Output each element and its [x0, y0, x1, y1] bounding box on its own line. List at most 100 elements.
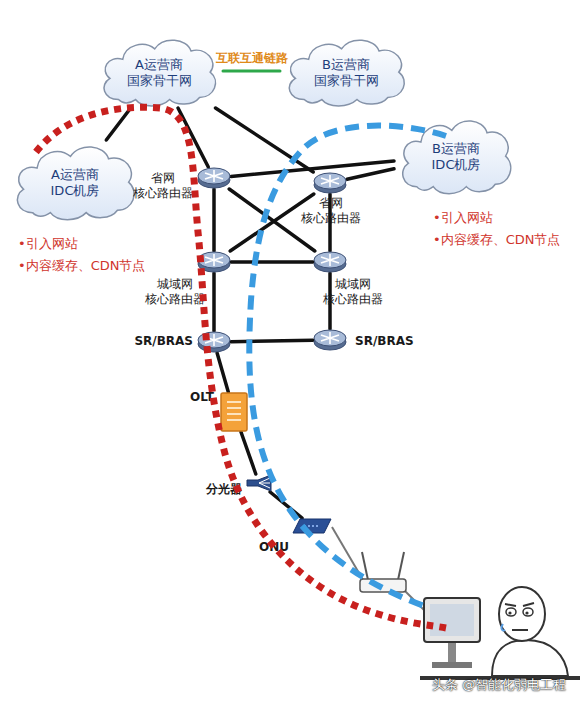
onu-lights [304, 525, 320, 527]
node-text-group: 分光器 [192, 482, 242, 497]
device-label: SR/BRAS [355, 334, 435, 349]
network-link [270, 492, 302, 518]
interconnect-link [223, 70, 280, 73]
node-text-group: B运营商 IDC机房 [408, 120, 504, 194]
node-text-group: SR/BRAS [355, 334, 435, 349]
node-text-group: 省网 核心路由器 [131, 171, 195, 201]
cloud-node: B运营商 国家骨干网 [280, 34, 412, 108]
router-top [314, 330, 346, 346]
olt-icon [220, 392, 248, 432]
node-text-group: 城域网 核心路由器 [313, 277, 393, 307]
eyebrows [505, 603, 534, 606]
device-label: 城域网 核心路由器 [313, 277, 393, 307]
router-node: 省网 核心路由器 [197, 167, 231, 189]
router-arrows [205, 334, 223, 346]
node-text-group: A运营商 IDC机房 [22, 146, 128, 220]
device-label: SR/BRAS [115, 334, 193, 349]
network-link [212, 189, 216, 251]
cable [332, 527, 366, 585]
splitter-node: 分光器 [246, 474, 272, 492]
router-top [314, 252, 346, 268]
cloud-label: B运营商 国家骨干网 [304, 57, 388, 90]
sweat-drop [502, 624, 505, 631]
network-link [231, 340, 313, 341]
person-head [499, 587, 545, 641]
network-link [241, 432, 256, 474]
splitter-body [247, 475, 271, 491]
cloud-shape [17, 147, 134, 220]
cloud-node: A运营商 IDC机房 [8, 140, 142, 222]
link-label: 互联互通链路 [216, 51, 288, 66]
cloud-node: A运营商 国家骨干网 [95, 34, 223, 108]
note-text: •引入网站 [18, 236, 78, 252]
router-icon [197, 251, 231, 273]
device-label: ONU [252, 540, 296, 555]
user-at-computer [420, 587, 580, 680]
router-arrows [321, 332, 339, 344]
blue-traffic-path [249, 126, 446, 606]
wireless-router [360, 552, 406, 592]
cloud-shape [289, 40, 404, 106]
node-text-group: 城域网 核心路由器 [135, 277, 215, 307]
router-arrows [321, 254, 339, 266]
router-arrows [321, 175, 339, 187]
splitter-fibres [259, 478, 270, 488]
device-label: 分光器 [192, 482, 242, 497]
onu-body [293, 519, 331, 533]
device-label: OLT [176, 390, 214, 405]
note-text: •内容缓存、CDN节点 [433, 232, 560, 248]
monitor-base [432, 662, 472, 668]
monitor-stand [448, 640, 456, 664]
watermark: 头条 @智能化弱电工程 [432, 677, 566, 693]
olt-node: OLT [220, 392, 248, 432]
router-node: SR/BRAS [197, 331, 231, 353]
cloud-shape [104, 40, 215, 106]
splitter-icon [246, 474, 272, 492]
node-text-group: 省网 核心路由器 [293, 196, 369, 226]
antenna [362, 552, 368, 580]
network-link [216, 108, 314, 172]
cloud-label: B运营商 IDC机房 [414, 141, 498, 174]
node-text-group: OLT [176, 390, 214, 405]
monitor [424, 598, 480, 642]
router-top [198, 252, 230, 268]
router-top [314, 173, 346, 189]
router-icon [313, 172, 347, 194]
device-label: 省网 核心路由器 [293, 196, 369, 226]
antenna [398, 552, 404, 580]
cloud-label: A运营商 IDC机房 [33, 167, 117, 200]
router-icon [197, 167, 231, 189]
olt-ports [227, 402, 241, 420]
note-text: •内容缓存、CDN节点 [18, 258, 145, 274]
node-text-group: ONU [252, 540, 296, 555]
node-text-group: B运营商 国家骨干网 [294, 40, 398, 106]
router-body [360, 579, 406, 592]
device-label: 城域网 核心路由器 [135, 277, 215, 307]
router-node: 城域网 核心路由器 [313, 251, 347, 273]
eye [523, 608, 533, 616]
device-label: 省网 核心路由器 [131, 171, 195, 201]
cable [404, 590, 428, 614]
note-text: •引入网站 [433, 210, 493, 226]
mouth [512, 629, 528, 631]
node-text-group: SR/BRAS [115, 334, 193, 349]
router-icon [313, 251, 347, 273]
onu-node: ONU [292, 518, 332, 534]
router-top [198, 332, 230, 348]
cloud-label: A运营商 国家骨干网 [117, 57, 201, 90]
network-link [106, 108, 130, 140]
network-link [212, 273, 216, 331]
router-node: SR/BRAS [313, 329, 347, 351]
router-node: 省网 核心路由器 [313, 172, 347, 194]
cloud-shape [403, 121, 511, 194]
network-link [347, 169, 394, 179]
router-arrows [205, 170, 223, 182]
person-body [492, 640, 568, 676]
pupil [525, 611, 528, 614]
pupil [508, 611, 511, 614]
screen [430, 604, 474, 636]
cloud-node: B运营商 IDC机房 [394, 114, 518, 196]
